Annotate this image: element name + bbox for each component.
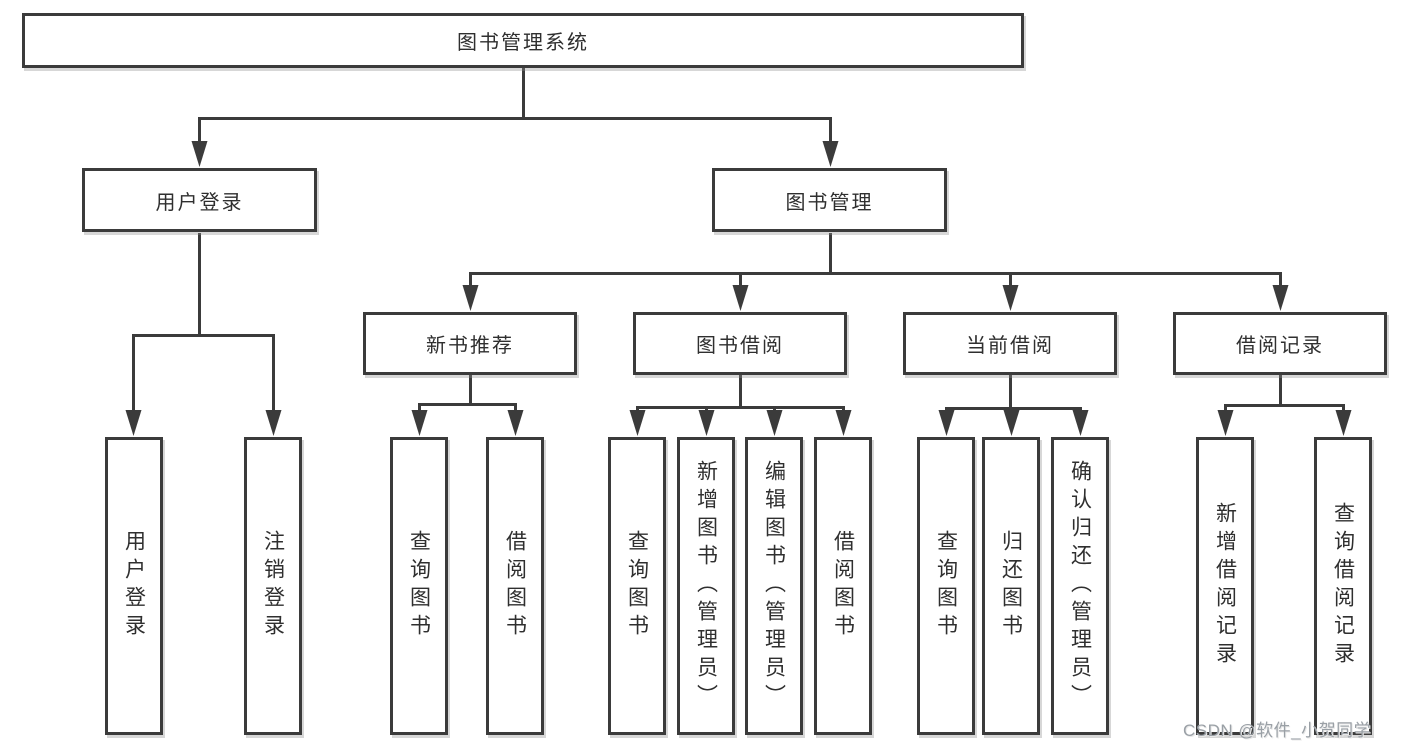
node-label: 借阅记录 — [1236, 335, 1324, 357]
leaf-label: 新增图书（管理员） — [694, 460, 718, 712]
arrowheads — [125, 141, 1352, 436]
node-borrow-records: 借阅记录 — [1173, 312, 1387, 375]
leaf-confirm-return-admin: 确认归还（管理员） — [1051, 437, 1109, 735]
node-label: 图书管理 — [785, 191, 874, 214]
node-label: 新书推荐 — [426, 335, 514, 357]
leaf-label: 查询图书 — [407, 530, 431, 642]
node-book-borrow: 图书借阅 — [633, 312, 847, 375]
node-label: 图书借阅 — [696, 335, 784, 357]
node-label: 当前借阅 — [966, 335, 1054, 357]
leaf-borrow-books: 借阅图书 — [814, 437, 872, 735]
leaf-query-books-current: 查询图书 — [917, 437, 975, 735]
leaf-query-books-recommend: 查询图书 — [390, 437, 448, 735]
leaf-edit-books-admin: 编辑图书（管理员） — [745, 437, 803, 735]
leaf-label: 新增借阅记录 — [1213, 502, 1237, 670]
node-book-management: 图书管理 — [712, 168, 947, 232]
leaf-logout: 注销登录 — [244, 437, 302, 735]
leaf-add-borrow-record: 新增借阅记录 — [1196, 437, 1254, 735]
leaf-label: 查询借阅记录 — [1331, 502, 1355, 670]
leaf-query-books-borrow: 查询图书 — [608, 437, 666, 735]
leaf-label: 编辑图书（管理员） — [762, 460, 786, 712]
leaf-query-borrow-record: 查询借阅记录 — [1314, 437, 1372, 735]
node-user-login: 用户登录 — [82, 168, 317, 232]
node-label: 用户登录 — [155, 191, 244, 214]
leaf-add-books-admin: 新增图书（管理员） — [677, 437, 735, 735]
node-new-book-recommend: 新书推荐 — [363, 312, 577, 375]
leaf-label: 查询图书 — [625, 530, 649, 642]
leaf-label: 查询图书 — [934, 530, 958, 642]
leaf-label: 归还图书 — [999, 530, 1023, 642]
leaf-label: 确认归还（管理员） — [1068, 460, 1092, 712]
leaf-label: 借阅图书 — [503, 530, 527, 642]
node-label: 图书管理系统 — [457, 32, 589, 54]
leaf-label: 用户登录 — [122, 530, 146, 642]
leaf-user-login: 用户登录 — [105, 437, 163, 735]
leaf-return-books: 归还图书 — [982, 437, 1040, 735]
leaf-label: 注销登录 — [261, 530, 285, 642]
csdn-watermark: CSDN @软件_小贺同学 — [1183, 721, 1372, 740]
node-current-borrow: 当前借阅 — [903, 312, 1117, 375]
leaf-borrow-books-recommend: 借阅图书 — [486, 437, 544, 735]
leaf-label: 借阅图书 — [831, 530, 855, 642]
node-library-management-system: 图书管理系统 — [22, 13, 1024, 68]
